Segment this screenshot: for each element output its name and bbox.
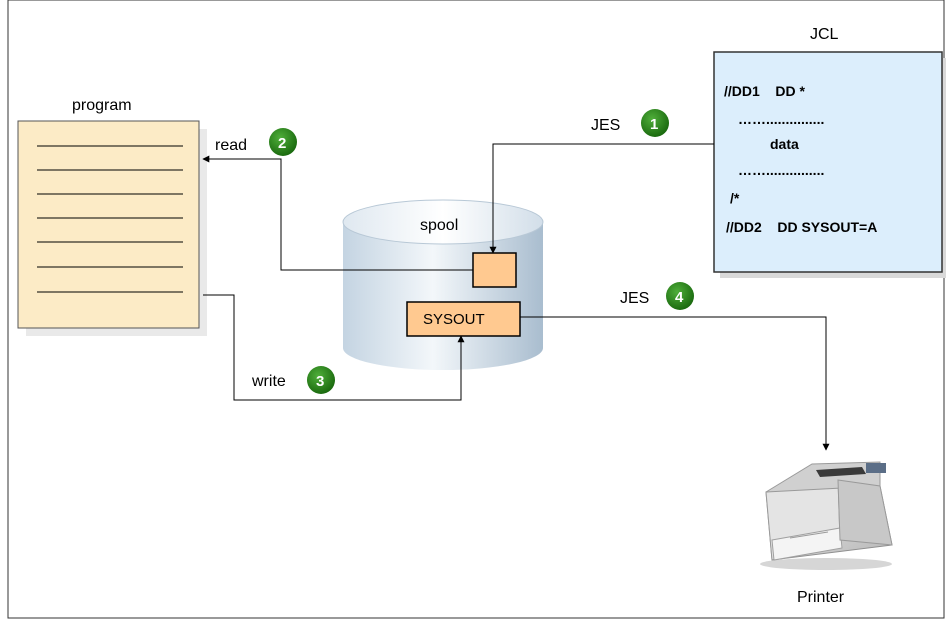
step-2-number: 2 <box>278 135 286 152</box>
jcl-line-5: /* <box>730 190 740 206</box>
printer-label: Printer <box>797 589 845 606</box>
step-4-number: 4 <box>675 289 684 306</box>
program-document <box>17 120 207 336</box>
write-label: write <box>251 373 286 390</box>
jcl-line-6: //DD2 DD SYSOUT=A <box>726 219 877 235</box>
printer-icon <box>760 461 893 570</box>
sysout-label: SYSOUT <box>423 311 485 328</box>
program-lines <box>37 145 183 293</box>
spool-title: spool <box>420 217 458 234</box>
step-3-number: 3 <box>316 373 324 390</box>
jes-4-label: JES <box>620 290 649 307</box>
spool-input-box <box>472 252 517 288</box>
sysout-box: SYSOUT <box>406 301 521 337</box>
outer-frame <box>7 0 945 619</box>
step-1-badge: 1 <box>641 109 669 137</box>
read-arrow <box>202 155 473 271</box>
jcl-title: JCL <box>810 26 839 43</box>
jcl-line-2: ……............... <box>738 111 824 127</box>
step-2-badge: 2 <box>269 128 297 156</box>
read-label: read <box>215 137 247 154</box>
step-4-badge: 4 <box>666 282 694 310</box>
write-arrow <box>203 294 465 401</box>
jcl-line-1: //DD1 DD * <box>724 83 805 99</box>
jes-1-label: JES <box>591 117 620 134</box>
program-title: program <box>72 97 132 114</box>
jcl-line-3: data <box>770 136 799 152</box>
step-1-number: 1 <box>650 116 658 133</box>
jes-4-arrow <box>520 316 830 451</box>
jcl-box <box>713 51 946 278</box>
jes-1-arrow <box>489 143 714 254</box>
jcl-line-4: ……............... <box>738 162 824 178</box>
step-3-badge: 3 <box>307 366 335 394</box>
